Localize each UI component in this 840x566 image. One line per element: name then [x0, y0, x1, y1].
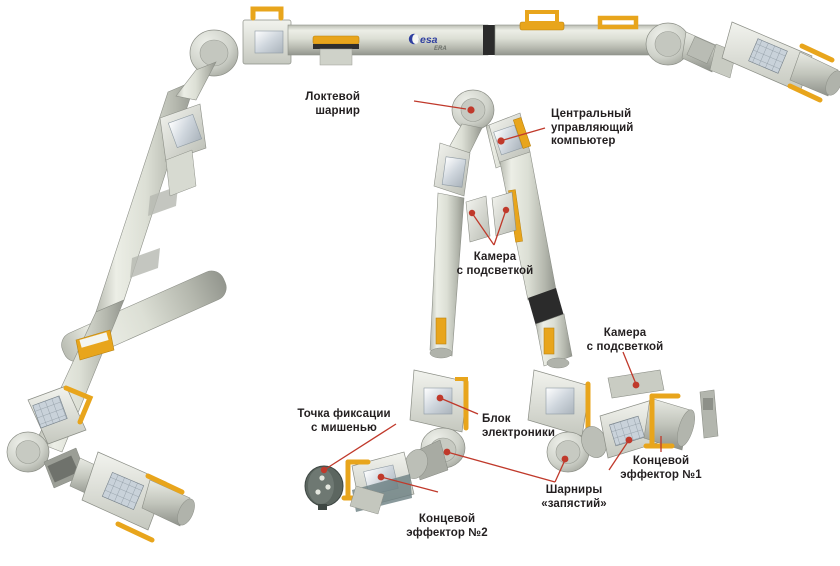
callout-camera-lit-upper-line2: с подсветкой	[456, 264, 534, 277]
camera-module-upper-a	[465, 195, 491, 243]
callout-central-computer-line3: компьютер	[551, 135, 616, 147]
detached-tool-module	[699, 389, 719, 439]
leader-lines	[323, 100, 662, 493]
svg-text:esa: esa	[420, 34, 438, 46]
arm-main-boom-top: esa ERA	[287, 10, 671, 66]
callout-end-effector-1-line2: эффектор №1	[620, 468, 702, 481]
callout-wrist-joints: Шарниры «запястий»	[524, 484, 624, 511]
arm-housing-top-left	[242, 6, 292, 65]
callout-end-effector-1-line1: Концевой	[632, 455, 690, 467]
callout-end-effector-2-line1: Концевой	[418, 513, 476, 525]
callout-elbow-joint-line1: Локтевой	[305, 91, 360, 103]
handrail-yellow	[312, 35, 360, 66]
callout-electronics-block-line1: Блок	[482, 413, 511, 425]
leader-dots	[320, 106, 640, 481]
callout-target-fixation-point-line1: Точка фиксации	[297, 408, 391, 420]
callout-camera-lit-upper: Камера с подсветкой	[440, 251, 550, 278]
callout-end-effector-2: Концевой эффектор №2	[394, 513, 500, 540]
callout-camera-lit-lower: Камера с подсветкой	[570, 327, 680, 354]
handrail-yellow	[519, 10, 565, 31]
callout-camera-lit-upper-line1: Камера	[473, 251, 517, 263]
callout-target-fixation-point: Точка фиксации с мишенью	[289, 408, 399, 435]
callout-elbow-joint: Локтевой шарнир	[282, 91, 360, 118]
callout-camera-lit-lower-line2: с подсветкой	[586, 340, 664, 353]
callout-wrist-joints-line2: «запястий»	[541, 497, 607, 510]
handrail-yellow	[597, 15, 639, 30]
callout-central-computer-line1: Центральный	[551, 108, 632, 120]
callout-end-effector-2-line2: эффектор №2	[406, 526, 488, 539]
callout-target-fixation-point-line2: с мишенью	[311, 421, 377, 434]
callout-central-computer-line2: управляющий	[551, 121, 634, 134]
callout-central-computer: Центральный управляющий компьютер	[551, 108, 661, 149]
assembly-end-effector-1	[527, 369, 719, 473]
target-fixation-disc	[304, 465, 344, 510]
arm-end-right-top	[645, 21, 840, 103]
svg-text:ERA: ERA	[434, 46, 447, 52]
assembly-end-effector-2	[304, 369, 469, 515]
arm-joint-upper-left	[175, 29, 239, 101]
arm-center-v-assembly	[429, 89, 573, 369]
callout-wrist-joints-line1: Шарниры	[545, 484, 603, 496]
callout-elbow-joint-line2: шарнир	[315, 104, 360, 117]
esa-era-logo: esa ERA	[408, 33, 447, 52]
callout-electronics-block-line2: электроники	[482, 426, 555, 439]
callout-end-effector-1: Концевой эффектор №1	[610, 455, 712, 482]
handrail-yellow	[75, 329, 115, 361]
callout-electronics-block: Блок электроники	[482, 413, 574, 440]
callout-camera-lit-lower-line1: Камера	[603, 327, 647, 339]
arm-upper-segment-left	[35, 6, 292, 453]
arm-end-left-bottom	[6, 385, 195, 543]
